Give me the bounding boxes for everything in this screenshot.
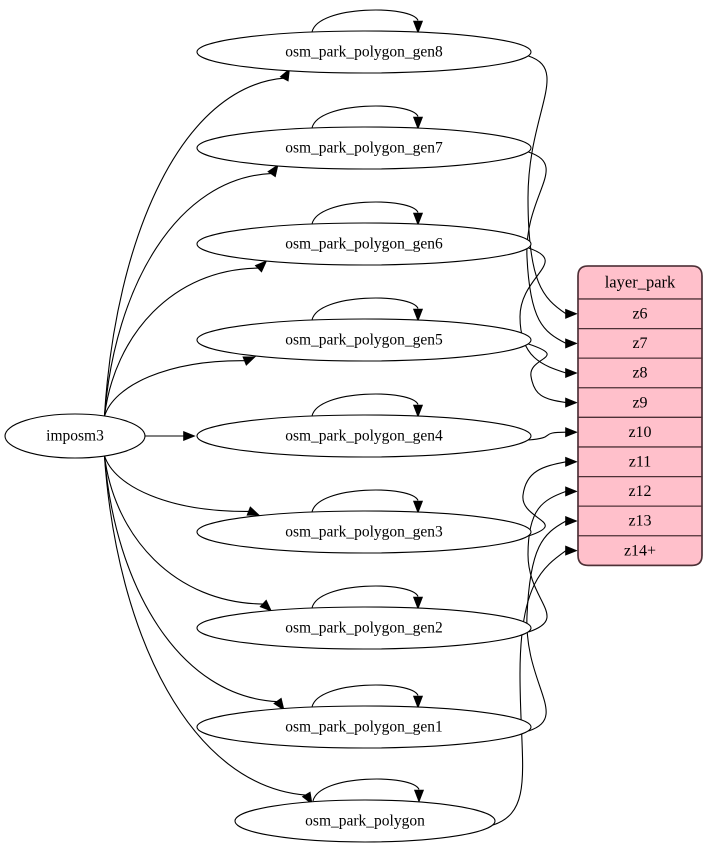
self-loop-edge-6 — [311, 585, 419, 609]
arrowhead-row-1 — [565, 338, 578, 349]
arrowhead-imposm3-node-1 — [267, 164, 279, 178]
self-loop-edge-8 — [312, 778, 420, 802]
edge-imposm3-to-node-7 — [103, 455, 279, 703]
edge-node-0-to-row-0 — [527, 55, 567, 315]
table-row-label-z14+: z14+ — [624, 542, 656, 559]
self-loop-edge-7 — [311, 684, 419, 708]
node-osm_park_polygon-label: osm_park_polygon — [305, 813, 425, 830]
self-loop-edge-3 — [311, 297, 419, 321]
arrowhead-imposm3-node-7 — [273, 697, 285, 711]
node-osm_park_polygon_gen4[interactable]: osm_park_polygon_gen4 — [196, 414, 532, 458]
table-outline — [577, 265, 703, 567]
node-osm_park_polygon_gen2-label: osm_park_polygon_gen2 — [285, 620, 443, 637]
node-osm_park_polygon_gen7-label: osm_park_polygon_gen7 — [285, 140, 443, 157]
node-osm_park_polygon_gen3-label: osm_park_polygon_gen3 — [285, 524, 443, 541]
arrowhead-row-5 — [565, 456, 578, 467]
node-osm_park_polygon[interactable]: osm_park_polygon — [234, 799, 496, 843]
node-osm_park_polygon_gen6[interactable]: osm_park_polygon_gen6 — [196, 222, 532, 266]
arrowhead-row-0 — [565, 308, 578, 319]
node-osm_park_polygon_gen6-label: osm_park_polygon_gen6 — [285, 236, 443, 253]
edge-imposm3-to-node-5 — [103, 455, 250, 512]
arrowhead-imposm3-node-5 — [246, 506, 261, 516]
node-imposm3-label: imposm3 — [46, 428, 104, 445]
node-imposm3[interactable]: imposm3 — [4, 413, 146, 459]
node-osm_park_polygon_gen1-label: osm_park_polygon_gen1 — [285, 719, 443, 736]
self-loop-edge-4 — [311, 393, 419, 417]
table-row-label-z12: z12 — [628, 483, 651, 500]
edge-imposm3-to-node-0 — [103, 77, 285, 417]
node-osm_park_polygon_gen2[interactable]: osm_park_polygon_gen2 — [196, 606, 532, 650]
table-row-label-z8: z8 — [632, 365, 647, 382]
arrowhead-imposm3-node-2 — [254, 260, 268, 273]
edge-imposm3-to-node-8 — [103, 455, 307, 796]
arrowhead-imposm3-node-3 — [242, 356, 256, 366]
arrowhead-row-6 — [565, 486, 578, 497]
edge-node-7-to-row-7 — [526, 520, 567, 732]
table-row-label-z10: z10 — [628, 424, 651, 441]
node-osm_park_polygon_gen5-label: osm_park_polygon_gen5 — [285, 332, 443, 349]
arrowhead-self-loop-7 — [412, 695, 424, 709]
table-row-label-z13: z13 — [628, 513, 651, 530]
self-loop-edge-2 — [311, 201, 419, 225]
edge-node-6-to-row-6 — [527, 490, 567, 633]
arrowhead-self-loop-2 — [412, 212, 424, 226]
node-osm_park_polygon_gen3-shape — [196, 510, 532, 554]
arrowhead-row-4 — [565, 427, 578, 438]
nodes-layer: imposm3 osm_park_polygon_gen8 osm_park_pol… — [4, 30, 532, 843]
node-osm_park_polygon_gen1[interactable]: osm_park_polygon_gen1 — [196, 705, 532, 749]
edges-layer — [103, 9, 578, 826]
layer-park-table: layer_park z6 z7 z8 z9 z10 z11 z12 z13 z14+ — [577, 265, 703, 567]
edge-imposm3-to-node-1 — [103, 172, 273, 417]
self-loop-edge-1 — [311, 105, 419, 129]
node-osm_park_polygon_gen4-label: osm_park_polygon_gen4 — [285, 428, 443, 445]
node-osm_park_polygon_gen1-shape — [196, 705, 532, 749]
arrowhead-self-loop-8 — [413, 789, 425, 803]
node-osm_park_polygon_gen7-shape — [196, 126, 532, 170]
edge-imposm3-to-node-6 — [103, 455, 264, 605]
arrowhead-self-loop-0 — [412, 20, 424, 34]
table-row-label-z7: z7 — [632, 335, 647, 352]
node-osm_park_polygon_gen6-shape — [196, 222, 532, 266]
table-row-label-z6: z6 — [632, 305, 647, 322]
arrowhead-self-loop-6 — [412, 596, 424, 610]
edge-node-3-to-row-3 — [528, 343, 567, 404]
arrowhead-row-3 — [565, 397, 578, 408]
node-osm_park_polygon_gen4-shape — [196, 414, 532, 458]
arrowhead-row-2 — [565, 367, 578, 379]
node-osm_park_polygon_gen8[interactable]: osm_park_polygon_gen8 — [196, 30, 532, 74]
node-osm_park_polygon_gen2-shape — [196, 606, 532, 650]
arrowhead-row-7 — [565, 515, 578, 527]
node-osm_park_polygon_gen8-label: osm_park_polygon_gen8 — [285, 44, 443, 61]
arrowhead-imposm3-node-0 — [279, 68, 290, 82]
node-osm_park_polygon_gen5-shape — [196, 318, 532, 362]
node-osm_park_polygon_gen5[interactable]: osm_park_polygon_gen5 — [196, 318, 532, 362]
arrowhead-self-loop-1 — [412, 116, 424, 130]
arrowhead-imposm3-node-8 — [301, 791, 313, 805]
arrowhead-row-8 — [565, 545, 578, 556]
arrowhead-imposm3-node-6 — [259, 599, 273, 612]
self-loop-edge-0 — [311, 9, 419, 33]
edge-node-5-to-row-5 — [522, 461, 567, 537]
table-row-label-z9: z9 — [632, 394, 647, 411]
node-osm_park_polygon-shape — [234, 799, 496, 843]
table-row-label-z11: z11 — [629, 453, 652, 470]
edge-node-4-to-row-4 — [528, 431, 567, 441]
arrowhead-self-loop-4 — [412, 404, 424, 418]
edge-node-8-to-row-8 — [492, 550, 567, 826]
edge-node-1-to-row-1 — [526, 151, 567, 344]
edge-imposm3-to-node-3 — [103, 360, 246, 417]
node-osm_park_polygon_gen8-shape — [196, 30, 532, 74]
edge-node-2-to-row-2 — [519, 247, 567, 374]
node-osm_park_polygon_gen3[interactable]: osm_park_polygon_gen3 — [196, 510, 532, 554]
self-loop-edge-5 — [311, 489, 419, 513]
edge-imposm3-to-node-2 — [103, 267, 260, 417]
arrowhead-imposm3-node-4 — [183, 430, 196, 442]
arrowhead-self-loop-5 — [412, 500, 424, 514]
node-imposm3-shape — [4, 413, 146, 459]
table-header-label: layer_park — [605, 272, 676, 291]
arrowhead-self-loop-3 — [412, 308, 424, 322]
node-osm_park_polygon_gen7[interactable]: osm_park_polygon_gen7 — [196, 126, 532, 170]
